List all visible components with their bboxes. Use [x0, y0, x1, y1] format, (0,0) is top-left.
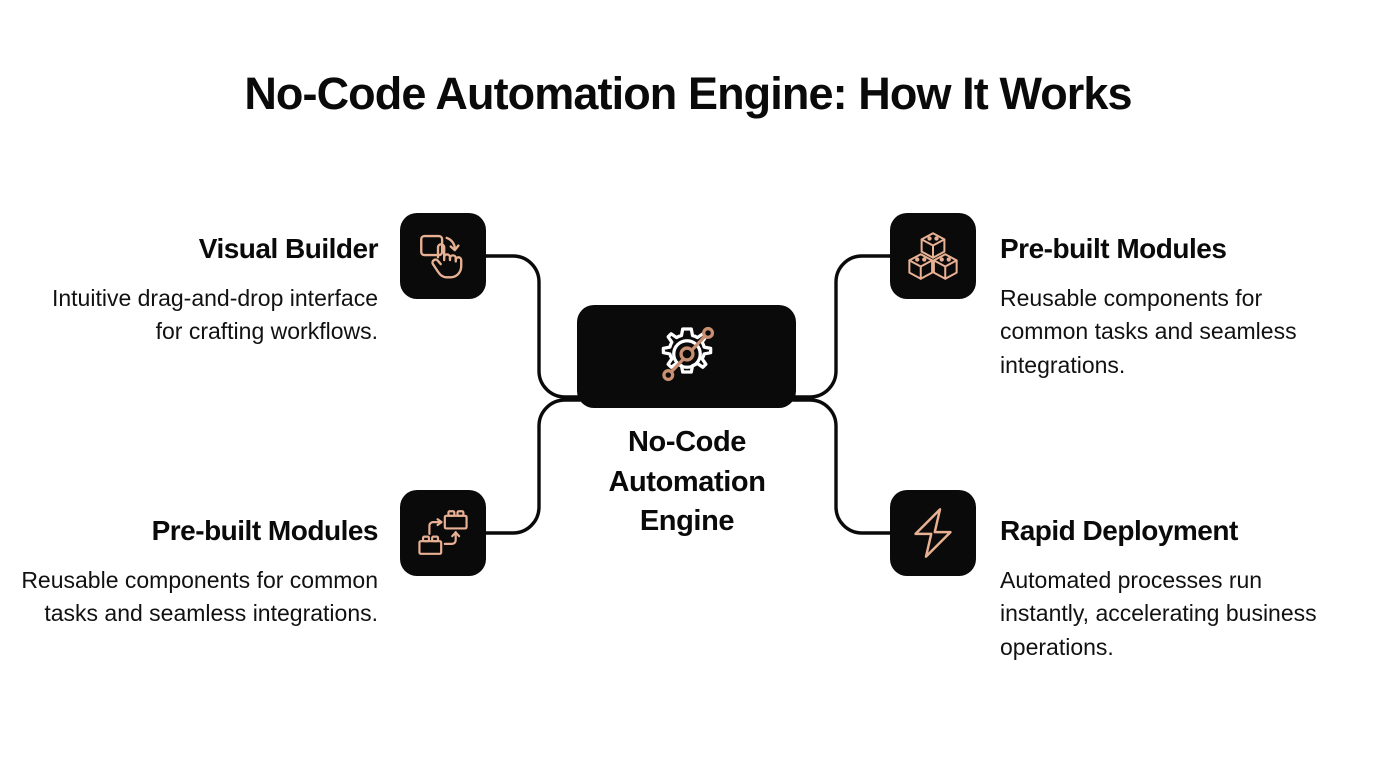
branch-icon-tile-bottom-left[interactable]	[400, 490, 486, 576]
branch-text-bottom-left: Pre-built Modules Reusable components fo…	[18, 514, 378, 631]
lightning-bolt-icon	[905, 505, 961, 561]
connector-top-right	[791, 254, 892, 399]
branch-heading-bottom-left: Pre-built Modules	[151, 515, 379, 546]
connector-bottom-left	[484, 398, 582, 535]
branch-text-top-left: Visual Builder Intuitive drag-and-drop i…	[33, 232, 379, 349]
connector-bottom-right	[791, 398, 892, 535]
branch-body-top-right: Reusable components for common tasks and…	[1000, 284, 1297, 379]
branch-icon-tile-bottom-right[interactable]	[890, 490, 976, 576]
branch-text-top-right: Pre-built Modules Reusable components fo…	[1000, 232, 1340, 383]
page-title: No-Code Automation Engine: How It Works	[244, 68, 1132, 119]
connected-blocks-icon	[414, 504, 472, 562]
branch-body-bottom-right: Automated processes run instantly, accel…	[1000, 566, 1317, 661]
branch-heading-top-left: Visual Builder	[198, 233, 379, 264]
connector-top-left	[484, 254, 582, 399]
branch-text-bottom-right: Rapid Deployment Automated processes run…	[1000, 514, 1340, 665]
branch-icon-tile-top-left[interactable]	[400, 213, 486, 299]
drag-and-drop-hand-icon	[414, 227, 472, 285]
hub-label: No-Code Automation Engine	[561, 423, 813, 542]
gear-network-icon	[648, 315, 726, 398]
hub-node[interactable]	[577, 305, 796, 408]
hub-label-line-2: Automation	[608, 465, 766, 498]
branch-body-top-left: Intuitive drag-and-drop interface for cr…	[51, 284, 378, 345]
hub-label-line-1: No-Code	[627, 426, 746, 458]
branch-heading-bottom-right: Rapid Deployment	[1000, 515, 1238, 546]
hub-label-line-3: Engine	[639, 505, 735, 538]
stacked-cubes-icon	[905, 228, 961, 284]
branch-body-bottom-left: Reusable components for common tasks and…	[21, 566, 378, 627]
branch-icon-tile-top-right[interactable]	[890, 213, 976, 299]
branch-heading-top-right: Pre-built Modules	[1000, 233, 1227, 264]
